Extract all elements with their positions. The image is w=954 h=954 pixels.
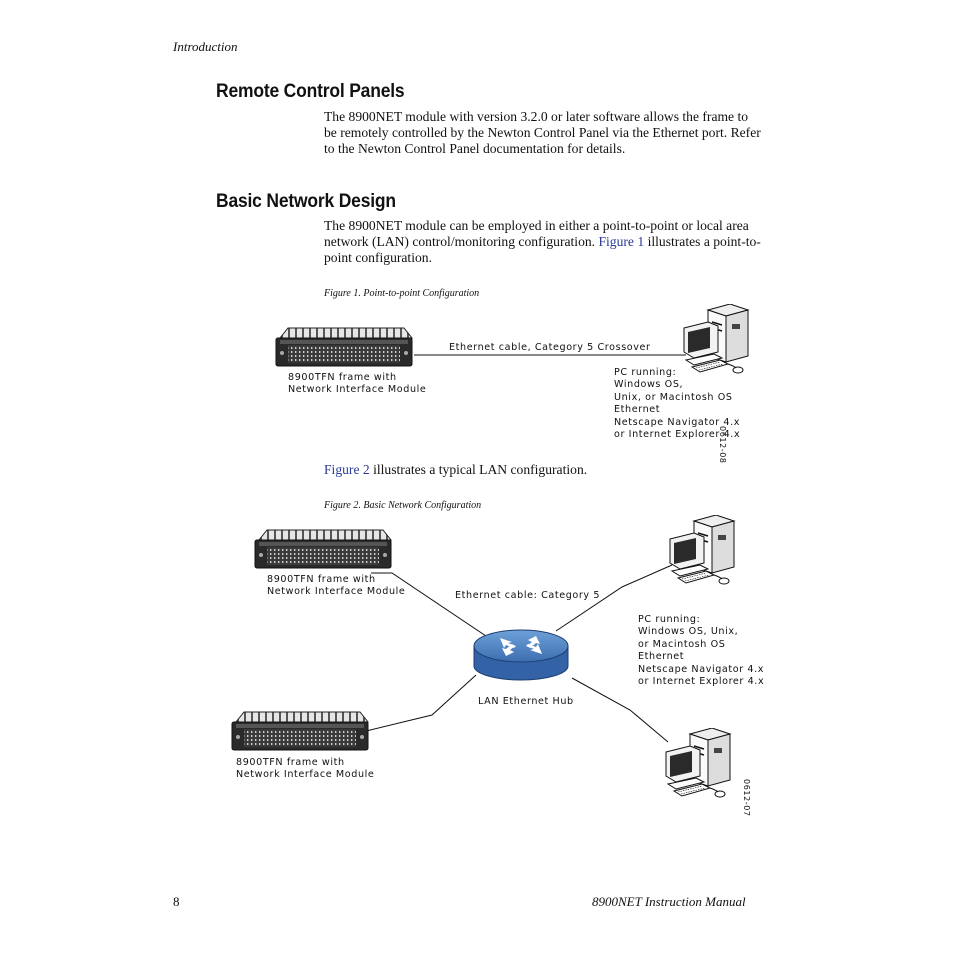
lan-intro-text: illustrates a typical LAN configuration. [373,462,588,477]
figure-code: 0612-07 [742,779,751,817]
cable-line-frame-b [357,674,477,734]
manual-title: 8900NET Instruction Manual [592,894,746,909]
frame-icon [230,710,370,752]
crossover-cable-label: Ethernet cable, Category 5 Crossover [449,342,651,353]
cable-line-pc-a [555,564,673,632]
body-text-after-link: illustrates a point-to-point configurati… [324,234,761,265]
pc-icon [668,515,738,595]
remote-control-panels-body: The 8900NET module with version 3.2.0 or… [324,109,761,156]
frame-a-label: 8900TFN frame with Network Interface Mod… [267,574,405,599]
figure-2-caption: Figure 2. Basic Network Configuration [324,500,482,511]
remote-control-panels-heading: Remote Control Panels [216,81,405,102]
frame-b-label-line-1: 8900TFN frame with [236,757,345,768]
frame-label-line-2: Network Interface Module [288,384,427,396]
figure-1-link[interactable]: Figure 1 [598,234,645,249]
basic-network-design-heading: Basic Network Design [216,191,396,212]
pc-requirements-label: PC running: Windows OS, Unix, or Macinto… [614,367,741,441]
frame-b-label-line-2: Network Interface Module [236,769,375,781]
cable-line-frame-a [371,572,487,637]
frame-a-label-line-2: Network Interface Module [267,586,406,598]
cable-label: Ethernet cable: Category 5 [455,590,601,601]
figure-1-caption: Figure 1. Point-to-point Configuration [324,288,480,299]
hub-label: LAN Ethernet Hub [478,696,574,707]
cable-line-pc-b [571,677,669,743]
pc-requirements-label: PC running: Windows OS, Unix, or Macinto… [638,614,765,688]
figure-2-link[interactable]: Figure 2 [324,462,370,477]
body-text-before-link: The 8900NET module can be employed in ei… [324,218,749,249]
frame-icon [253,528,393,570]
pc-icon [664,728,734,808]
frame-label: 8900TFN frame with Network Interface Mod… [288,372,426,397]
frame-a-label-line-1: 8900TFN frame with [267,574,376,585]
frame-label-line-1: 8900TFN frame with [288,372,397,383]
basic-network-design-body: The 8900NET module can be employed in ei… [324,218,764,266]
lan-intro-paragraph: Figure 2 illustrates a typical LAN confi… [324,462,764,478]
running-header: Introduction [173,39,238,54]
hub-icon [473,629,569,681]
frame-b-label: 8900TFN frame with Network Interface Mod… [236,757,374,782]
page-number: 8 [173,894,180,909]
